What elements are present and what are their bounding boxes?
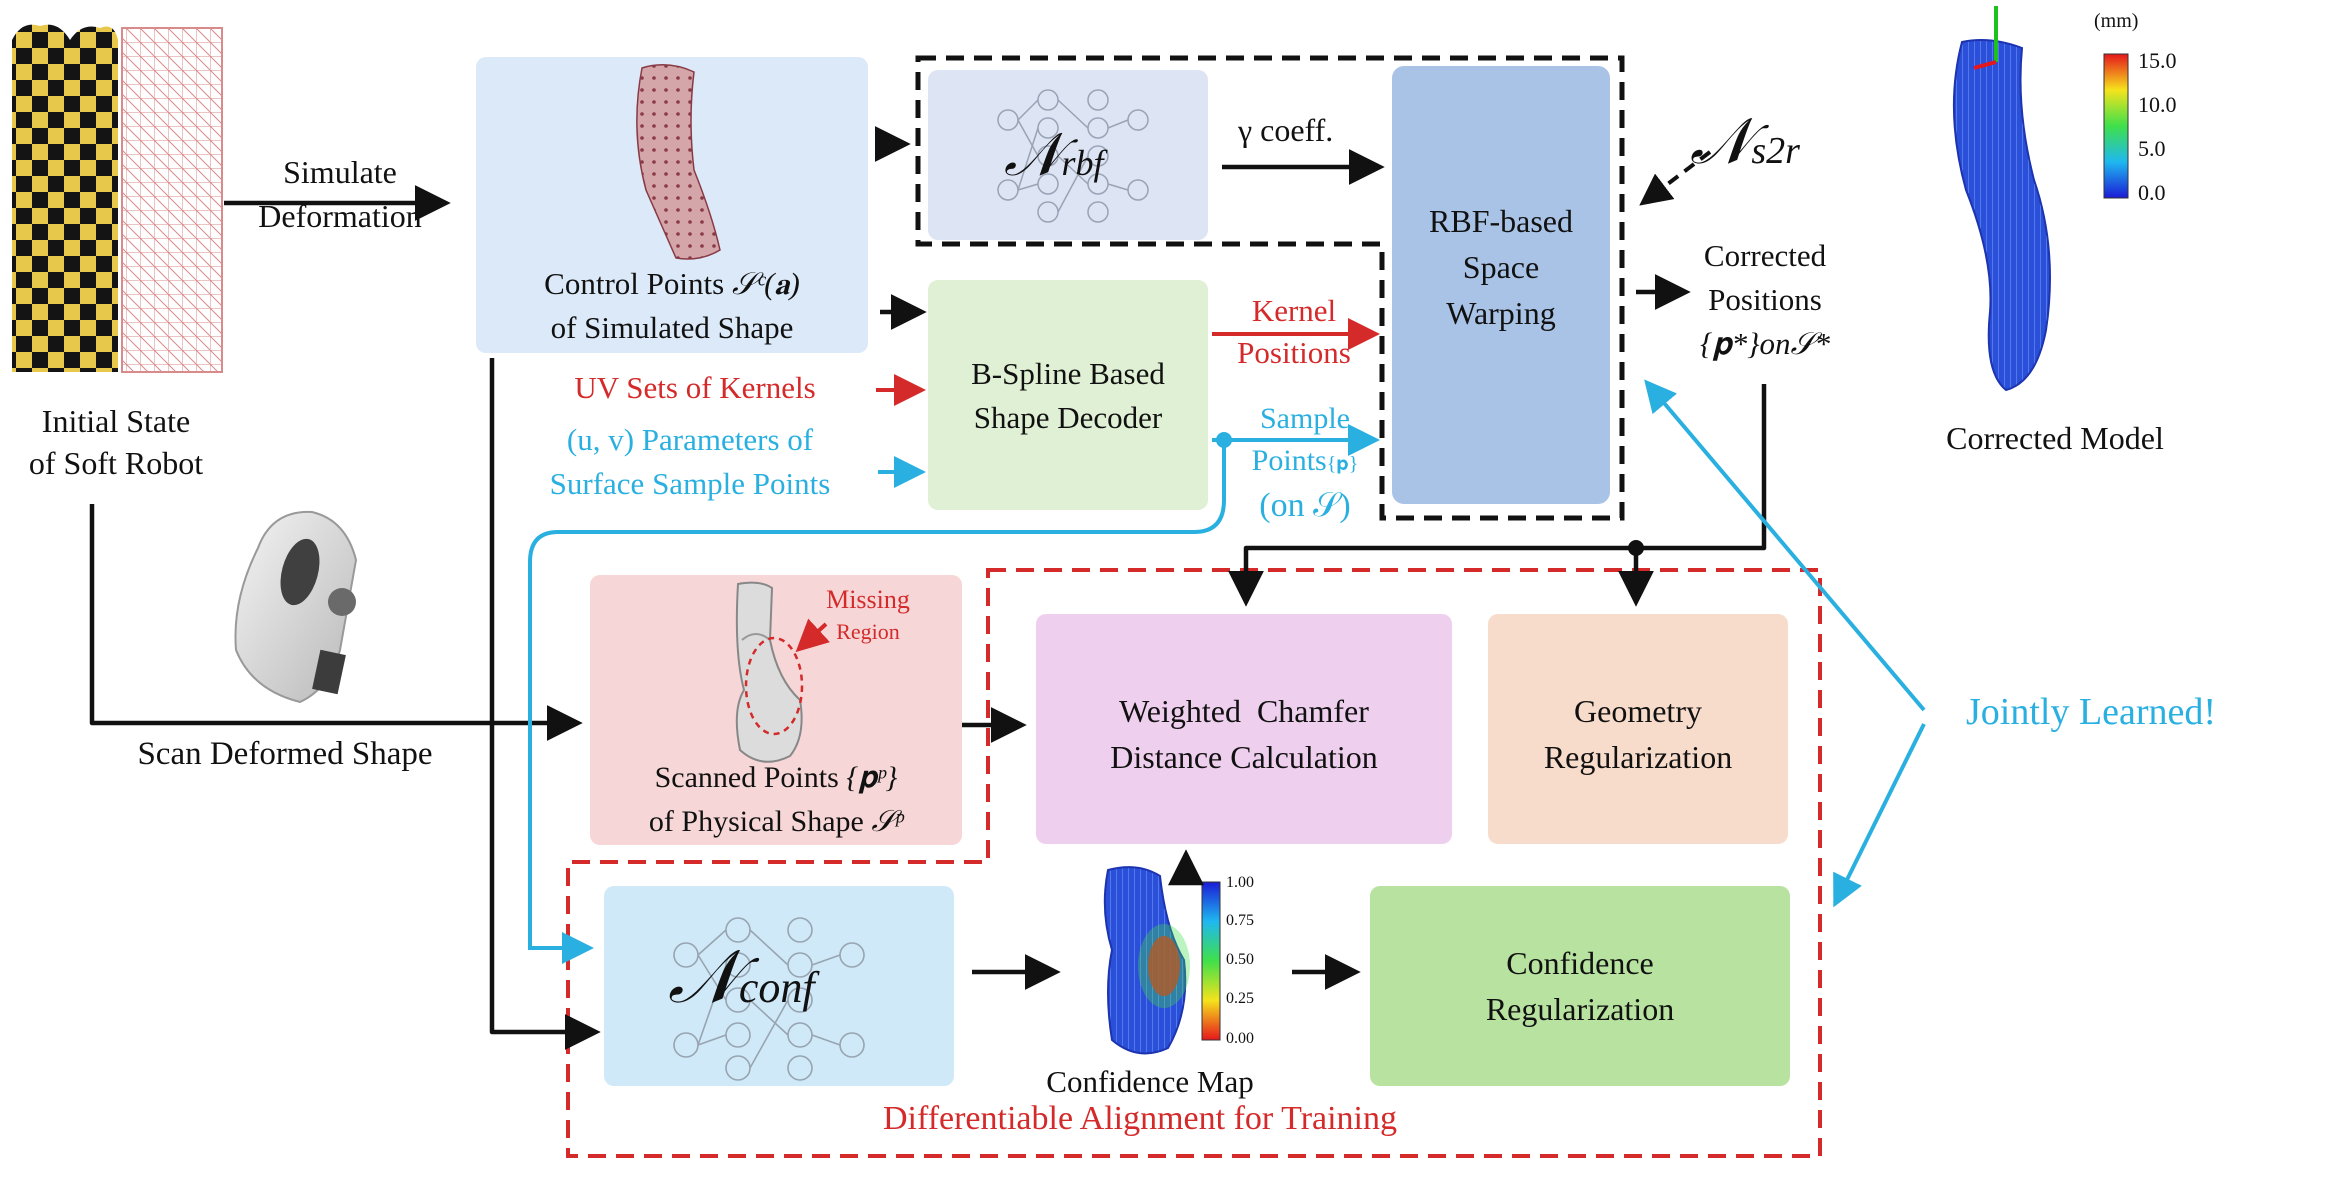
corrected-positions-label: Corrected Positions {𝐩*}on𝒮* bbox=[1699, 238, 1831, 361]
simulate-deformation-label: Simulate Deformation bbox=[258, 154, 422, 234]
nrbf-network-glyph bbox=[997, 89, 1149, 223]
black-arrows bbox=[89, 126, 1767, 1050]
jointly-learned-label: Jointly Learned! bbox=[1966, 691, 2217, 733]
uv-kernels-label: UV Sets of Kernels bbox=[574, 370, 816, 405]
ns2r-dashed-pointer bbox=[1639, 150, 1712, 206]
nconf-box bbox=[604, 886, 954, 1086]
geometry-regularization-box bbox=[1488, 614, 1788, 844]
nrbf-label: 𝒩rbf bbox=[1004, 122, 1104, 188]
corrected-model-unit: (mm) bbox=[2094, 10, 2139, 32]
gamma-coeff-label: γ coeff. bbox=[1238, 112, 1334, 148]
scan-deformed-label: Scan Deformed Shape bbox=[137, 736, 433, 772]
ns2r-label: 𝒩s2r bbox=[1690, 106, 1800, 177]
corrected-model-illustration bbox=[1952, 6, 2129, 392]
confidence-map-label: Confidence Map bbox=[1046, 1064, 1254, 1099]
confidence-tick-1: 1.00 bbox=[1226, 874, 1254, 891]
corrected-model-tick-1: 15.0 bbox=[2138, 48, 2177, 73]
rbf-warping-box bbox=[1392, 66, 1610, 504]
nconf-network-glyph bbox=[673, 917, 865, 1081]
decoder-label: B-Spline Based Shape Decoder bbox=[971, 356, 1165, 435]
differentiable-alignment-label: Differentiable Alignment for Training bbox=[882, 1100, 1398, 1137]
chamfer-box bbox=[1036, 614, 1452, 844]
red-arrows bbox=[795, 318, 1380, 653]
simulated-shape-illustration bbox=[636, 64, 721, 260]
missing-region-label: Missing Region bbox=[826, 585, 910, 644]
confidence-regularization-box bbox=[1370, 886, 1790, 1086]
junction-dot-cyan bbox=[1216, 432, 1232, 448]
scanner-illustration bbox=[234, 510, 358, 704]
junction-dot-black bbox=[1628, 540, 1644, 556]
corrected-model-tick-2: 10.0 bbox=[2138, 92, 2177, 117]
scanned-points-label: Scanned Points {𝐩ᵖ} of Physical Shape 𝒮ᵖ bbox=[648, 761, 904, 838]
cyan-arrows bbox=[528, 379, 1926, 964]
geometry-regularization-label: Geometry Regularization bbox=[1543, 693, 1733, 775]
confidence-map-illustration bbox=[1103, 866, 1221, 1055]
ns2r-dashed-outline bbox=[915, 55, 1625, 521]
uv-params-label: (u, v) Parameters of Surface Sample Poin… bbox=[549, 422, 831, 501]
control-points-label: Control Points 𝒮ᶜ(𝐚) of Simulated Shape bbox=[544, 266, 800, 345]
corrected-model-label: Corrected Model bbox=[1946, 420, 2164, 456]
scanned-shape-illustration bbox=[735, 581, 804, 763]
kernel-positions-label: Kernel Positions bbox=[1237, 293, 1351, 370]
confidence-tick-4: 0.25 bbox=[1226, 990, 1254, 1007]
corrected-model-tick-4: 0.0 bbox=[2138, 180, 2166, 205]
initial-state-illustration bbox=[12, 24, 223, 373]
sample-points-label: Sample Points{𝐩} (on 𝒮) bbox=[1251, 402, 1359, 524]
nrbf-box bbox=[928, 70, 1208, 240]
confidence-tick-5: 0.00 bbox=[1226, 1030, 1254, 1047]
confidence-tick-3: 0.50 bbox=[1226, 951, 1254, 968]
rbf-warping-label: RBF-based Space Warping bbox=[1429, 203, 1573, 331]
confidence-tick-2: 0.75 bbox=[1226, 912, 1254, 929]
training-dashed-outline bbox=[566, 568, 1822, 1158]
decoder-box bbox=[928, 280, 1208, 510]
nconf-label: 𝒩conf bbox=[668, 937, 815, 1019]
confidence-regularization-label: Confidence Regularization bbox=[1485, 945, 1675, 1027]
initial-state-label: Initial State of Soft Robot bbox=[28, 403, 204, 481]
chamfer-label: Weighted Chamfer Distance Calculation bbox=[1110, 693, 1378, 775]
corrected-model-tick-3: 5.0 bbox=[2138, 136, 2166, 161]
